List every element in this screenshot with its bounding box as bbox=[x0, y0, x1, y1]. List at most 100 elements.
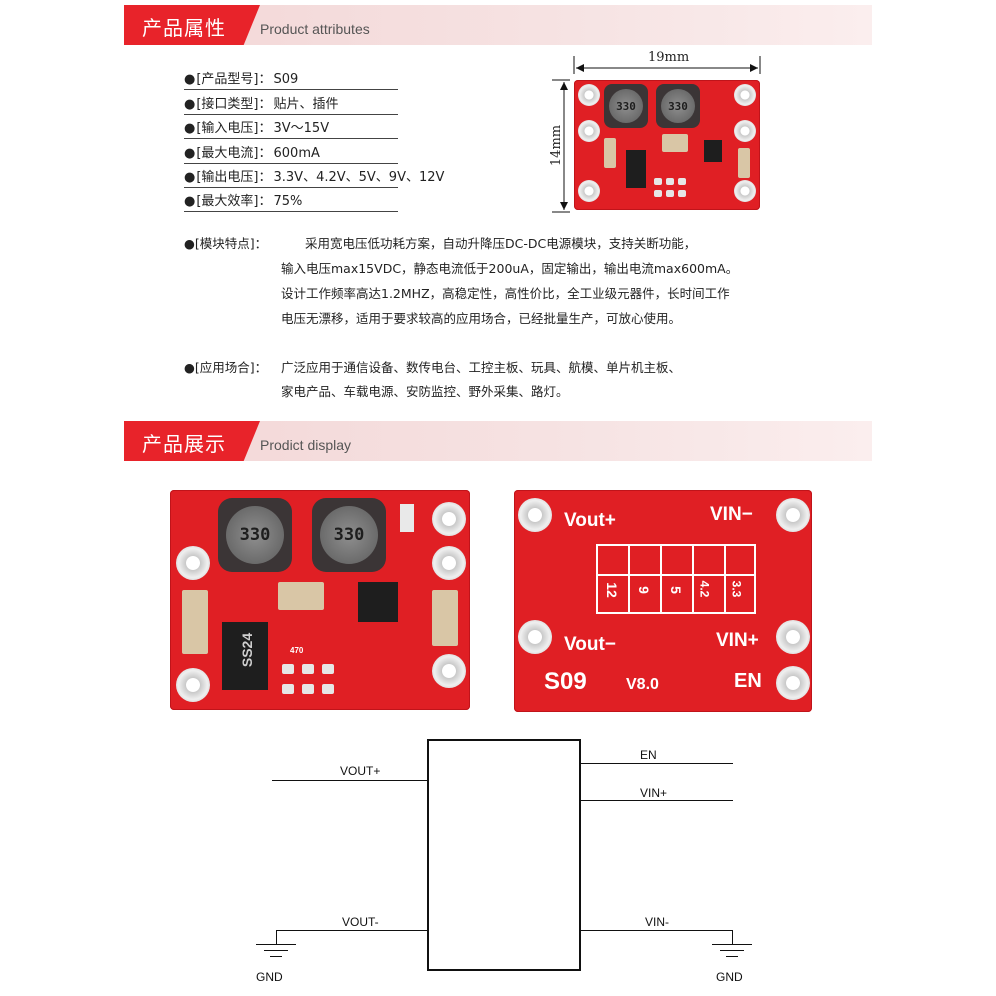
attribute-row: ● [产品型号]： S09 bbox=[184, 66, 398, 91]
features-label: ●[模块特点]： bbox=[184, 236, 268, 251]
solder-pad-icon bbox=[302, 664, 314, 674]
dimension-lines bbox=[552, 56, 761, 213]
ground-symbol-icon bbox=[270, 956, 282, 957]
capacitor-icon bbox=[432, 590, 458, 646]
wire-gnd-left bbox=[276, 930, 277, 944]
bullet-icon: ● bbox=[184, 194, 196, 210]
wire-vout-plus bbox=[272, 780, 427, 781]
mounting-pad-icon bbox=[176, 668, 210, 702]
attribute-label: [接口类型]： bbox=[196, 96, 272, 112]
attribute-value: 600mA bbox=[273, 145, 320, 161]
jumper-divider bbox=[598, 574, 754, 576]
attribute-row: ● [接口类型]： 贴片、插件 bbox=[184, 90, 398, 115]
label-vin-minus: VIN− bbox=[710, 504, 753, 525]
bullet-icon: ● bbox=[184, 145, 196, 161]
features-line: 设计工作频率高达1.2MHZ，高稳定性，高性价比，全工业级元器件，长时间工作 bbox=[281, 286, 730, 301]
ground-symbol-icon bbox=[712, 944, 752, 945]
bullet-icon: ● bbox=[184, 72, 196, 88]
mounting-pad-icon bbox=[578, 120, 600, 142]
label-vout-plus: VOUT+ bbox=[340, 764, 381, 778]
applications-line: 广泛应用于通信设备、数传电台、工控主板、玩具、航模、单片机主板、 bbox=[281, 360, 682, 375]
section-header-display: 产品展示 Prodict display bbox=[124, 421, 872, 461]
inductor-icon: 330 bbox=[604, 84, 648, 128]
diode-icon bbox=[626, 150, 646, 188]
capacitor-icon bbox=[604, 138, 616, 168]
ground-symbol-icon bbox=[264, 950, 288, 951]
capacitor-icon bbox=[662, 134, 688, 152]
label-vout-minus: VOUT- bbox=[342, 915, 379, 929]
inductor-icon: 330 bbox=[312, 498, 386, 572]
section-header-tab bbox=[124, 5, 260, 45]
mounting-pad-icon bbox=[518, 498, 552, 532]
mounting-pad-icon bbox=[432, 546, 466, 580]
solder-pad-icon bbox=[678, 178, 686, 185]
attribute-value: 75% bbox=[273, 194, 303, 210]
solder-pad-icon bbox=[322, 684, 334, 694]
attribute-value: 3V～15V bbox=[273, 121, 330, 137]
resistor-icon bbox=[400, 504, 414, 532]
label-gnd-left: GND bbox=[256, 970, 283, 984]
diode-icon: SS24 bbox=[222, 622, 268, 690]
jumper-label: 9 bbox=[635, 586, 652, 594]
attribute-row: ● [最大电流]： 600mA bbox=[184, 139, 398, 164]
ic-chip-icon bbox=[704, 140, 722, 162]
section-title-cn: 产品属性 bbox=[142, 16, 226, 40]
solder-pad-icon bbox=[302, 684, 314, 694]
jumper-divider bbox=[724, 546, 726, 612]
capacitor-icon bbox=[182, 590, 208, 654]
mounting-pad-icon bbox=[776, 498, 810, 532]
applications-line: 家电产品、车载电源、安防监控、野外采集、路灯。 bbox=[281, 384, 569, 399]
jumper-divider bbox=[628, 546, 630, 612]
label-en: EN bbox=[734, 670, 762, 692]
board-front-photo: 330 330 SS24 470 bbox=[170, 490, 470, 710]
section-title-cn: 产品展示 bbox=[142, 432, 226, 456]
jumper-label: 12 bbox=[603, 582, 620, 598]
attribute-label: [产品型号]： bbox=[196, 72, 272, 88]
mounting-pad-icon bbox=[518, 620, 552, 654]
inductor-icon: 330 bbox=[656, 84, 700, 128]
solder-pad-icon bbox=[654, 178, 662, 185]
features-line: 采用宽电压低功耗方案，自动升降压DC-DC电源模块，支持关断功能， bbox=[305, 236, 697, 251]
jumper-divider bbox=[692, 546, 694, 612]
inductor-core: 330 bbox=[609, 89, 643, 123]
jumper-divider bbox=[660, 546, 662, 612]
inductor-core: 330 bbox=[661, 89, 695, 123]
label-vout-plus: Vout+ bbox=[564, 510, 616, 531]
inductor-core: 330 bbox=[320, 506, 378, 564]
attribute-label: [输入电压]： bbox=[196, 121, 272, 137]
mounting-pad-icon bbox=[776, 666, 810, 700]
solder-pad-icon bbox=[666, 178, 674, 185]
resistor-label: 470 bbox=[290, 646, 304, 655]
attribute-row: ● [输入电压]： 3V～15V bbox=[184, 115, 398, 140]
solder-pad-icon bbox=[666, 190, 674, 197]
bullet-icon: ● bbox=[184, 96, 196, 112]
features-line: 输入电压max15VDC，静态电流低于200uA，固定输出，输出电流max600… bbox=[281, 261, 739, 276]
attribute-row: ● [输出电压]： 3.3V、4.2V、5V、9V、12V bbox=[184, 164, 444, 188]
mounting-pad-icon bbox=[734, 84, 756, 106]
board-back-photo: Vout+ VIN− Vout− VIN+ S09 V8.0 EN 12 9 5… bbox=[514, 490, 812, 712]
dimension-diagram: 19mm 14mm 330 330 bbox=[548, 50, 768, 215]
solder-pad-icon bbox=[322, 664, 334, 674]
wire-vin-plus bbox=[581, 800, 733, 801]
dimension-height-label: 14mm bbox=[549, 124, 565, 167]
attribute-list: ● [产品型号]： S09 ● [接口类型]： 贴片、插件 ● [输入电压]： … bbox=[184, 66, 444, 213]
section-header-tab bbox=[124, 421, 260, 461]
attribute-label: [输出电压]： bbox=[196, 169, 272, 185]
attribute-row: ● [最大效率]： 75% bbox=[184, 188, 398, 213]
label-en: EN bbox=[640, 748, 657, 762]
attribute-value: S09 bbox=[273, 72, 299, 88]
ground-symbol-icon bbox=[726, 956, 738, 957]
mounting-pad-icon bbox=[734, 120, 756, 142]
ground-symbol-icon bbox=[256, 944, 296, 945]
ic-chip-icon bbox=[358, 582, 398, 622]
jumper-grid: 12 9 5 4.2 3.3 bbox=[596, 544, 756, 614]
section-title-en: Prodict display bbox=[260, 437, 352, 453]
solder-pad-icon bbox=[282, 684, 294, 694]
section-title-en: Product attributes bbox=[260, 21, 370, 37]
schematic-block bbox=[427, 739, 581, 971]
wire-en bbox=[581, 763, 733, 764]
mounting-pad-icon bbox=[734, 180, 756, 202]
mounting-pad-icon bbox=[432, 654, 466, 688]
label-model: S09 bbox=[544, 668, 587, 695]
solder-pad-icon bbox=[678, 190, 686, 197]
